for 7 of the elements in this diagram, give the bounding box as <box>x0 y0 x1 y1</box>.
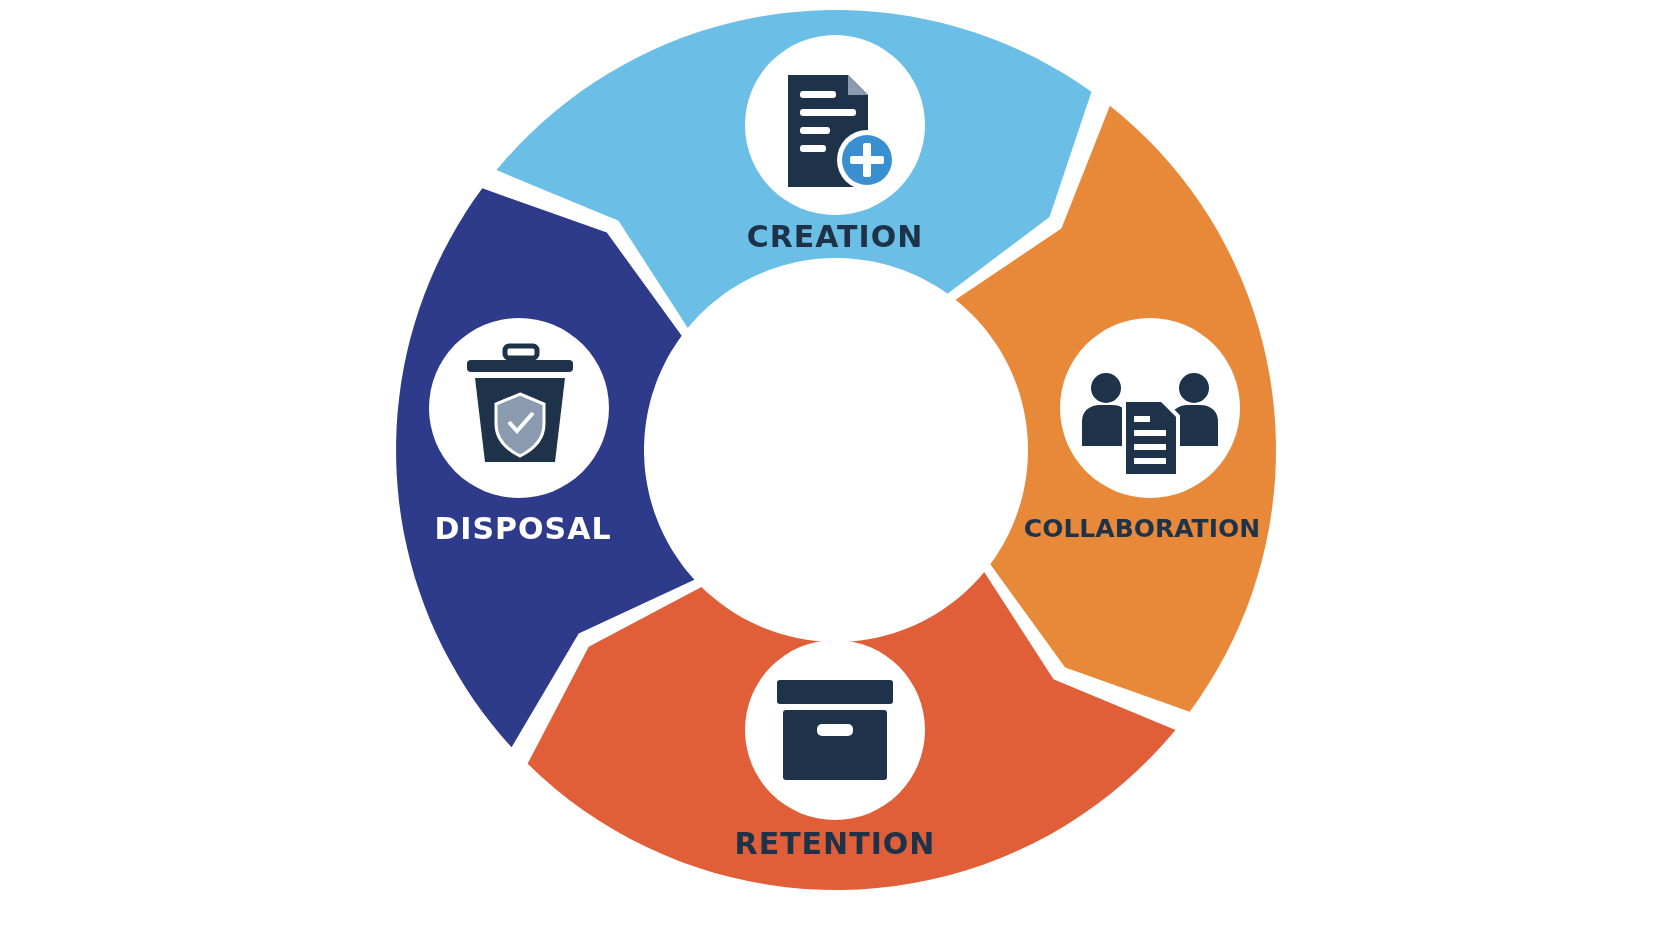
segment-label: RETENTION <box>734 825 936 861</box>
ring-segment <box>396 188 695 748</box>
ring-segment <box>955 105 1276 712</box>
segment-label: CREATION <box>746 218 924 254</box>
ring-segment <box>527 572 1176 890</box>
segment-label: COLLABORATION <box>1023 513 1261 543</box>
segment-label: DISPOSAL <box>434 510 612 546</box>
